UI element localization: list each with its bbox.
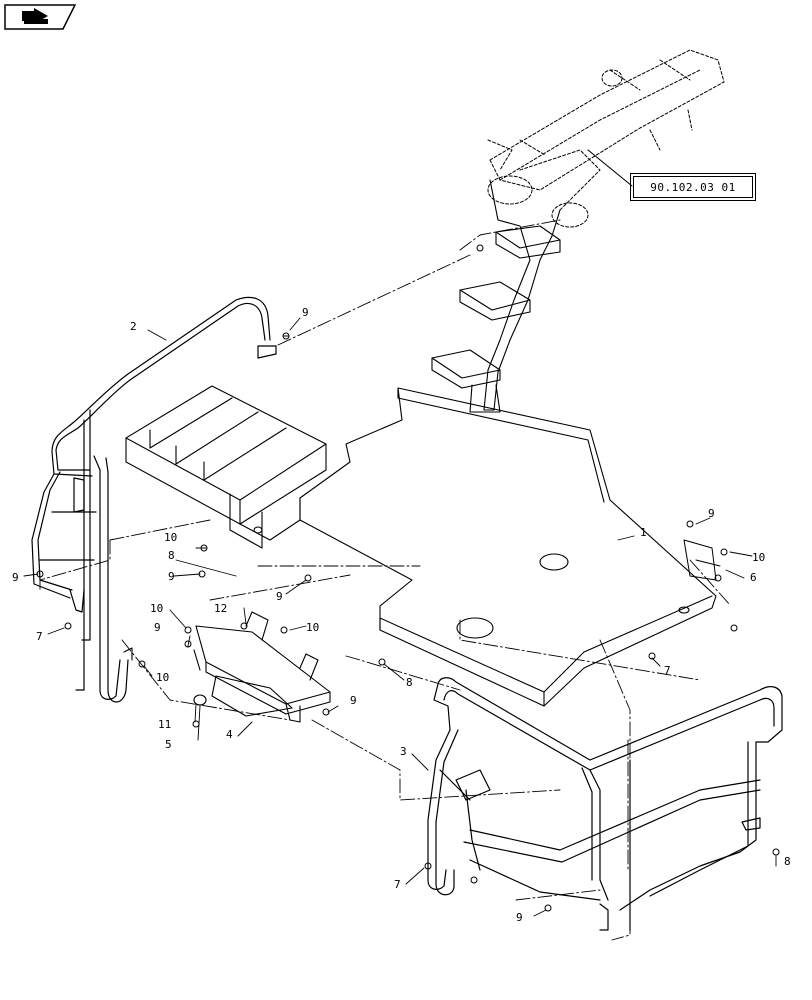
callout-part-7b: 7 — [664, 664, 671, 677]
callout-part-7a: 7 — [36, 630, 43, 643]
callout-part-7c: 7 — [394, 878, 401, 891]
callout-leaders — [23, 317, 777, 917]
fasteners — [36, 244, 780, 912]
callout-part-6: 6 — [750, 571, 757, 584]
ladder-assembly — [431, 179, 561, 413]
callout-part-3: 3 — [400, 745, 407, 758]
callout-part-8a: 8 — [168, 549, 175, 562]
left-handrail — [31, 296, 277, 703]
reference-label: 90.102.03 01 — [650, 181, 736, 194]
callout-part-12: 12 — [214, 602, 228, 615]
floor-plate — [299, 387, 717, 707]
callout-part-9h: 9 — [516, 911, 523, 924]
callout-part-10d: 10 — [306, 621, 320, 634]
callout-part-9e: 9 — [276, 590, 283, 603]
callout-part-8c: 8 — [784, 855, 791, 868]
callout-part-2: 2 — [130, 320, 137, 333]
back-arrow-icon — [4, 4, 77, 30]
callout-part-11: 11 — [158, 718, 172, 731]
right-bracket — [683, 539, 721, 581]
callout-part-9a: 9 — [302, 306, 309, 319]
callout-part-9c: 9 — [12, 571, 19, 584]
box-frame — [125, 385, 327, 549]
reference-link-box[interactable]: 90.102.03 01 — [630, 173, 756, 201]
right-guardrail — [427, 677, 783, 931]
callout-part-1: 1 — [640, 526, 647, 539]
callout-part-10a: 10 — [164, 531, 178, 544]
step-bracket — [123, 611, 331, 723]
callout-part-10c: 10 — [150, 602, 164, 615]
callout-part-10e: 10 — [156, 671, 170, 684]
reference-leader — [587, 149, 633, 187]
assembly-leader-lines — [39, 219, 731, 941]
callout-part-9d: 9 — [168, 570, 175, 583]
callout-part-9g: 9 — [350, 694, 357, 707]
callout-part-5: 5 — [165, 738, 172, 751]
nav-back-button[interactable] — [4, 4, 77, 30]
upper-frame-dashed — [487, 49, 725, 228]
callout-part-9b: 9 — [708, 507, 715, 520]
callout-part-10b: 10 — [752, 551, 766, 564]
callout-part-4: 4 — [226, 728, 233, 741]
callout-part-9f: 9 — [154, 621, 161, 634]
callout-part-8b: 8 — [406, 676, 413, 689]
